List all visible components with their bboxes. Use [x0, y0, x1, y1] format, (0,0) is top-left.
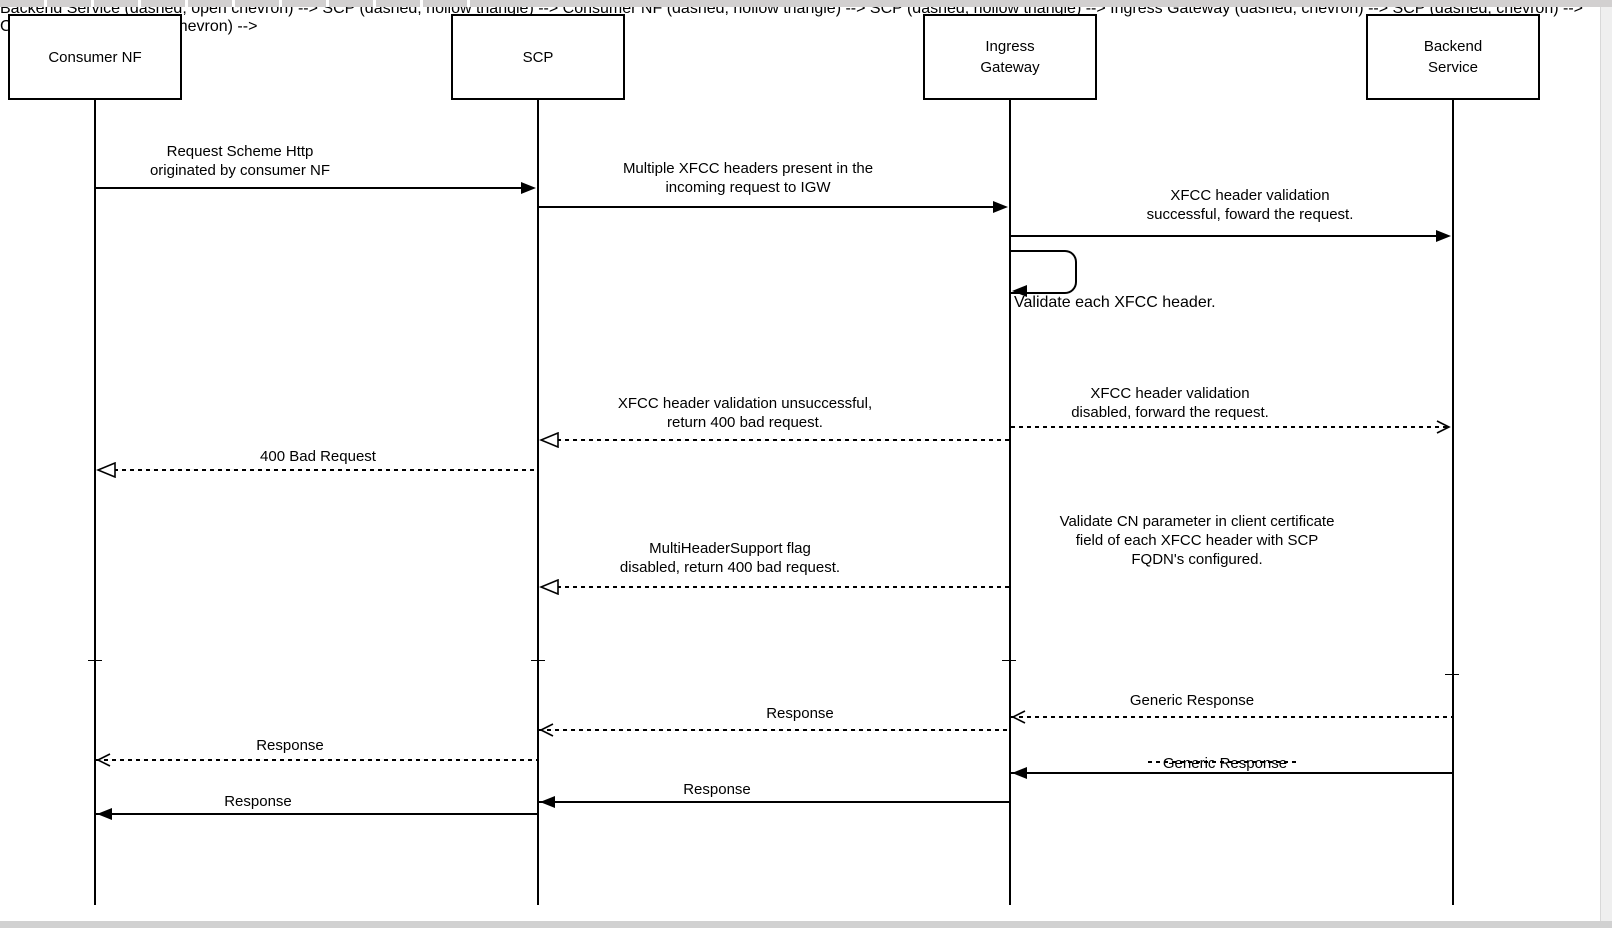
lifeline-scp	[537, 100, 539, 905]
hollow-triangle-arrowhead	[96, 462, 116, 478]
message-line	[557, 439, 1009, 441]
message-line	[1011, 235, 1440, 237]
filled-arrowhead	[1012, 285, 1027, 297]
lifeline-backend-service	[1452, 100, 1454, 905]
message-line	[96, 187, 526, 189]
actor-label: Backend	[1423, 38, 1483, 55]
message-label: Multiple XFCC headers present in the inc…	[622, 160, 874, 196]
chevron-arrowhead	[96, 753, 111, 767]
message-label: Generic Response	[1162, 755, 1288, 772]
filled-arrowhead	[97, 808, 112, 820]
message-label: Response	[683, 781, 751, 798]
lifeline-consumer-nf	[94, 100, 96, 905]
lifeline-segment-tick	[531, 660, 545, 661]
message-line	[1011, 426, 1451, 428]
chevron-arrowhead	[1011, 710, 1026, 724]
filled-arrowhead	[540, 796, 555, 808]
message-line	[96, 759, 537, 761]
hollow-triangle-arrowhead	[539, 579, 559, 595]
message-label: XFCC header validation disabled, forward…	[1071, 385, 1269, 421]
filled-arrowhead	[1012, 767, 1027, 779]
actor-label: SCP	[522, 48, 554, 66]
message-label: Request Scheme Http originated by consum…	[149, 143, 331, 179]
vertical-scrollbar[interactable]	[1600, 7, 1612, 921]
self-message-label: Validate each XFCC header.	[1014, 294, 1216, 311]
actor-ingress-gateway: Ingress Gateway	[923, 14, 1097, 100]
message-label: Generic Response	[1129, 692, 1255, 709]
message-line	[539, 801, 1009, 803]
message-line	[557, 586, 1009, 588]
note-text: Validate CN parameter in client certific…	[1059, 513, 1335, 568]
horizontal-scrollbar[interactable]	[0, 921, 1612, 928]
actor-label: Service	[1427, 59, 1479, 76]
message-line	[114, 469, 537, 471]
label-strike-dashes	[1148, 761, 1296, 763]
filled-arrowhead	[1436, 230, 1451, 242]
actor-consumer-nf: Consumer NF	[8, 14, 182, 100]
message-label: Response	[256, 737, 324, 754]
actor-scp: SCP	[451, 14, 625, 100]
message-line	[539, 206, 997, 208]
message-line	[96, 813, 537, 815]
browser-tabs-strip[interactable]	[0, 0, 505, 7]
actor-label: Consumer NF	[48, 48, 142, 66]
actor-backend-service: Backend Service	[1366, 14, 1540, 100]
message-label: Response	[224, 793, 292, 810]
browser-toolbar-strip	[505, 0, 1612, 7]
message-label: 400 Bad Request	[260, 448, 376, 465]
message-label: XFCC header validation unsuccessful, ret…	[617, 395, 873, 431]
lifeline-segment-tick	[88, 660, 102, 661]
message-line	[1011, 772, 1452, 774]
filled-arrowhead	[521, 182, 536, 194]
lifeline-ingress-gateway	[1009, 100, 1011, 905]
message-line	[539, 729, 1009, 731]
self-message-loop	[1011, 250, 1077, 294]
actor-label: Ingress	[985, 38, 1035, 55]
message-label: XFCC header validation successful, fowar…	[1146, 187, 1354, 223]
chevron-arrowhead	[539, 723, 554, 737]
message-label: Response	[766, 705, 834, 722]
message-label: MultiHeaderSupport flag disabled, return…	[619, 540, 841, 576]
message-line	[1011, 716, 1452, 718]
lifeline-segment-tick	[1445, 674, 1459, 675]
lifeline-segment-tick	[1002, 660, 1016, 661]
filled-arrowhead	[993, 201, 1008, 213]
chevron-arrowhead	[1436, 420, 1451, 434]
actor-label: Gateway	[980, 59, 1040, 76]
hollow-triangle-arrowhead	[539, 432, 559, 448]
